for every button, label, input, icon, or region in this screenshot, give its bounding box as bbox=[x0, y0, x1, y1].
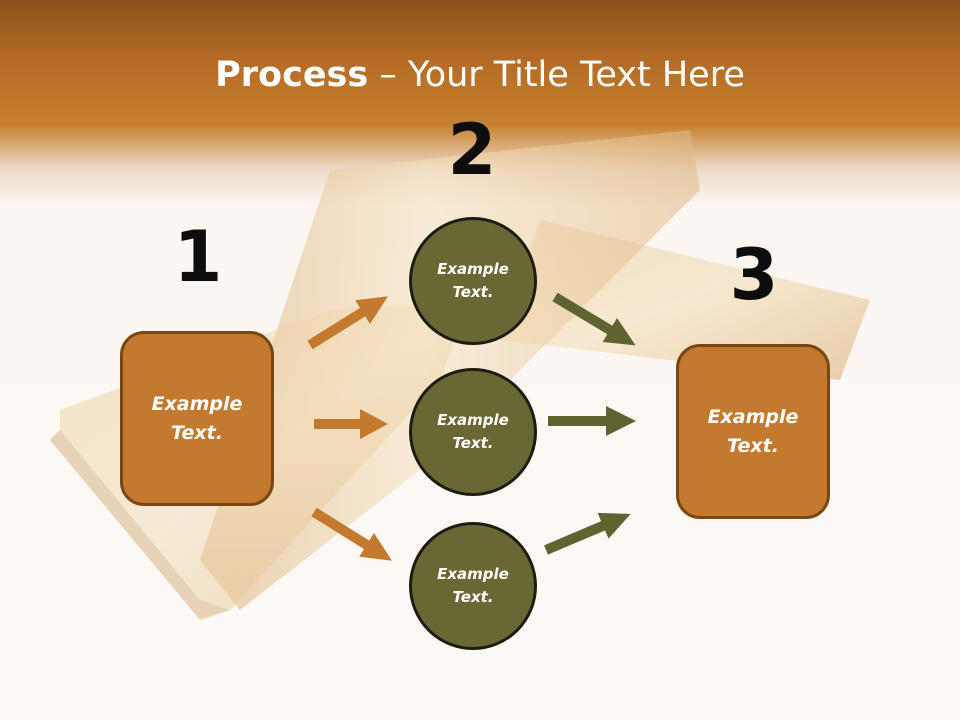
circle-bottom-text: Example Text. bbox=[437, 565, 509, 606]
step-number-3: 3 bbox=[729, 234, 779, 316]
right-box-text: Example Text. bbox=[707, 405, 799, 457]
arrow-right-icon bbox=[548, 406, 636, 436]
circle-top: Example Text. bbox=[409, 217, 537, 345]
arrow-up-right-icon bbox=[544, 512, 631, 555]
arrow-right-icon bbox=[314, 409, 388, 439]
step-number-1: 1 bbox=[173, 216, 223, 298]
title-bold: Process bbox=[215, 55, 369, 95]
circle-middle-text: Example Text. bbox=[437, 411, 509, 452]
circle-middle: Example Text. bbox=[409, 368, 537, 496]
circle-top-text: Example Text. bbox=[437, 260, 509, 301]
left-box-text: Example Text. bbox=[151, 392, 243, 444]
arrow-up-right-icon bbox=[307, 296, 389, 350]
left-process-box: Example Text. bbox=[120, 331, 274, 506]
arrow-down-right-icon bbox=[552, 292, 636, 346]
title-rest: – Your Title Text Here bbox=[368, 55, 745, 95]
right-process-box: Example Text. bbox=[676, 344, 830, 519]
slide-title: Process – Your Title Text Here bbox=[0, 52, 960, 98]
arrow-down-right-icon bbox=[311, 507, 393, 561]
circle-bottom: Example Text. bbox=[409, 522, 537, 650]
step-number-2: 2 bbox=[447, 109, 497, 191]
